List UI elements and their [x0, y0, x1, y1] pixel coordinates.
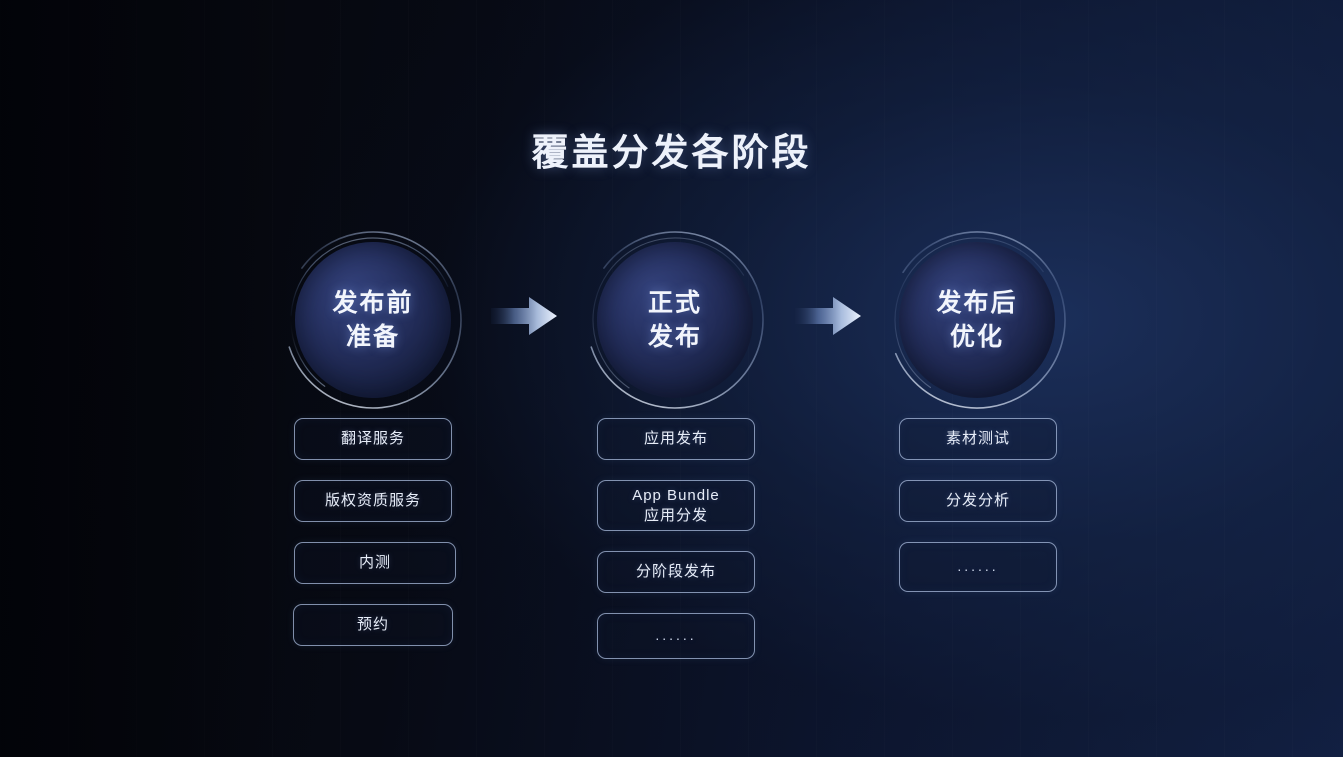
circle-wrap: 正式 发布	[583, 228, 767, 412]
item-box[interactable]: 预约	[293, 604, 453, 646]
arrow-right-icon	[491, 297, 557, 335]
circle-label: 正式 发布	[583, 228, 767, 412]
item-box[interactable]: App Bundle 应用分发	[597, 480, 755, 531]
stage-circle-post-release: 发布后 优化	[882, 228, 1072, 412]
item-box[interactable]: 内测	[294, 542, 456, 584]
circle-label-line1: 发布前	[332, 288, 414, 317]
circle-label-line1: 发布后	[936, 288, 1018, 317]
item-box[interactable]: 翻译服务	[294, 418, 452, 460]
item-label-line1: 内测	[358, 553, 391, 571]
item-list-post-release: 素材测试 分发分析 ......	[883, 418, 1073, 612]
circle-ring-icon	[586, 231, 764, 409]
item-label-line1: 翻译服务	[340, 429, 405, 447]
item-label-line1: 分阶段发布	[635, 562, 716, 580]
circle-wrap: 发布后 优化	[885, 228, 1069, 412]
circle-ring-icon	[888, 231, 1066, 409]
item-box[interactable]: 素材测试	[899, 418, 1057, 460]
item-label-line1: 预约	[356, 615, 389, 633]
item-label-line1: 版权资质服务	[324, 491, 421, 509]
item-label-line1: 分发分析	[945, 491, 1010, 509]
item-label-line1: ......	[655, 627, 697, 644]
item-box[interactable]: ......	[899, 542, 1057, 592]
circle-label-line2: 优化	[949, 323, 1004, 351]
circle-label-line2: 准备	[345, 323, 400, 351]
circle-label-line1: 正式	[647, 288, 702, 317]
item-box[interactable]: ......	[597, 613, 755, 659]
item-box[interactable]: 分阶段发布	[597, 551, 755, 593]
circle-fill	[899, 242, 1055, 398]
circle-wrap: 发布前 准备	[281, 228, 465, 412]
circle-fill	[295, 242, 451, 398]
circle-label-line2: 发布	[647, 323, 702, 351]
circle-ring-icon	[284, 231, 462, 409]
item-label-line1: 应用发布	[643, 429, 708, 447]
item-label-line2: 应用分发	[643, 506, 708, 524]
item-label-line1: ......	[957, 558, 999, 575]
circle-label: 发布前 准备	[281, 228, 465, 412]
item-box[interactable]: 应用发布	[597, 418, 755, 460]
stage-circle-pre-release: 发布前 准备	[278, 228, 468, 412]
item-box[interactable]: 分发分析	[899, 480, 1057, 522]
item-list-pre-release: 翻译服务 版权资质服务 内测 预约	[278, 418, 468, 666]
item-list-official-release: 应用发布 App Bundle 应用分发 分阶段发布 ......	[581, 418, 771, 679]
stage-circle-official-release: 正式 发布	[580, 228, 770, 412]
item-box[interactable]: 版权资质服务	[294, 480, 452, 522]
item-label-line1: App Bundle	[632, 487, 720, 504]
item-label-line1: 素材测试	[945, 429, 1010, 447]
circle-label: 发布后 优化	[885, 228, 1069, 412]
arrow-right-icon	[795, 297, 861, 335]
page-title: 覆盖分发各阶段	[531, 132, 812, 173]
circle-fill	[597, 242, 753, 398]
